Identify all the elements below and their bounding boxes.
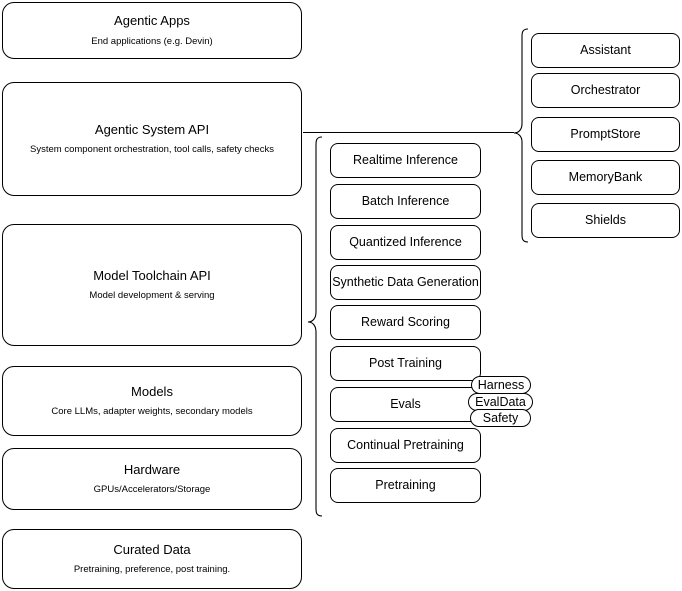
layer-subtitle: System component orchestration, tool cal…: [30, 144, 274, 156]
layer-agentic-system-api[interactable]: Agentic System API System component orch…: [2, 82, 302, 196]
brace-model-toolchain: [307, 136, 323, 517]
connector-system-api-to-components: [303, 132, 514, 133]
chip-label: Pretraining: [375, 477, 436, 492]
chip-label: Evals: [390, 396, 421, 411]
layer-subtitle: Pretraining, preference, post training.: [73, 564, 231, 576]
chip-synthetic-data-generation[interactable]: Synthetic Data Generation: [330, 265, 481, 300]
pill-harness[interactable]: Harness: [471, 376, 531, 394]
chip-label: Post Training: [369, 355, 442, 370]
chip-label: Quantized Inference: [349, 234, 462, 249]
chip-memorybank[interactable]: MemoryBank: [531, 160, 680, 195]
chip-post-training[interactable]: Post Training: [330, 346, 481, 381]
brace-agentic-system-components: [513, 28, 529, 243]
layer-agentic-apps[interactable]: Agentic Apps End applications (e.g. Devi…: [2, 2, 302, 59]
layer-models[interactable]: Models Core LLMs, adapter weights, secon…: [2, 366, 302, 436]
chip-orchestrator[interactable]: Orchestrator: [531, 73, 680, 108]
chip-pretraining[interactable]: Pretraining: [330, 468, 481, 503]
chip-label: MemoryBank: [568, 169, 643, 184]
chip-label: Reward Scoring: [361, 314, 450, 329]
layer-subtitle: End applications (e.g. Devin): [91, 35, 213, 47]
layer-model-toolchain-api[interactable]: Model Toolchain API Model development & …: [2, 224, 302, 346]
chip-quantized-inference[interactable]: Quantized Inference: [330, 225, 481, 260]
chip-continual-pretraining[interactable]: Continual Pretraining: [330, 428, 481, 463]
chip-label: Shields: [585, 212, 626, 227]
chip-label: Orchestrator: [570, 82, 641, 97]
layer-title: Curated Data: [113, 541, 191, 557]
chip-assistant[interactable]: Assistant: [531, 33, 680, 68]
chip-label: Realtime Inference: [353, 152, 458, 167]
layer-title: Agentic System API: [94, 121, 210, 137]
layer-title: Models: [131, 383, 173, 399]
layer-title: Hardware: [123, 461, 181, 477]
chip-label: Synthetic Data Generation: [332, 274, 479, 289]
chip-realtime-inference[interactable]: Realtime Inference: [330, 143, 481, 178]
layer-title: Agentic Apps: [114, 13, 190, 29]
pill-safety[interactable]: Safety: [470, 409, 531, 427]
pill-label: Harness: [477, 378, 525, 392]
chip-reward-scoring[interactable]: Reward Scoring: [330, 305, 481, 340]
layer-subtitle: Model development & serving: [89, 290, 215, 302]
chip-batch-inference[interactable]: Batch Inference: [330, 184, 481, 219]
chip-label: Continual Pretraining: [347, 437, 464, 452]
pill-label: Safety: [482, 411, 519, 425]
chip-promptstore[interactable]: PromptStore: [531, 117, 680, 152]
layer-hardware[interactable]: Hardware GPUs/Accelerators/Storage: [2, 448, 302, 510]
layer-subtitle: GPUs/Accelerators/Storage: [93, 484, 211, 496]
layer-title: Model Toolchain API: [93, 267, 211, 283]
chip-evals[interactable]: Evals: [330, 387, 481, 422]
chip-label: Batch Inference: [361, 193, 450, 208]
layer-subtitle: Core LLMs, adapter weights, secondary mo…: [51, 406, 253, 418]
layer-curated-data[interactable]: Curated Data Pretraining, preference, po…: [2, 529, 302, 589]
chip-shields[interactable]: Shields: [531, 203, 680, 238]
chip-label: PromptStore: [570, 126, 641, 141]
chip-label: Assistant: [580, 42, 631, 57]
pill-label: EvalData: [475, 395, 526, 409]
